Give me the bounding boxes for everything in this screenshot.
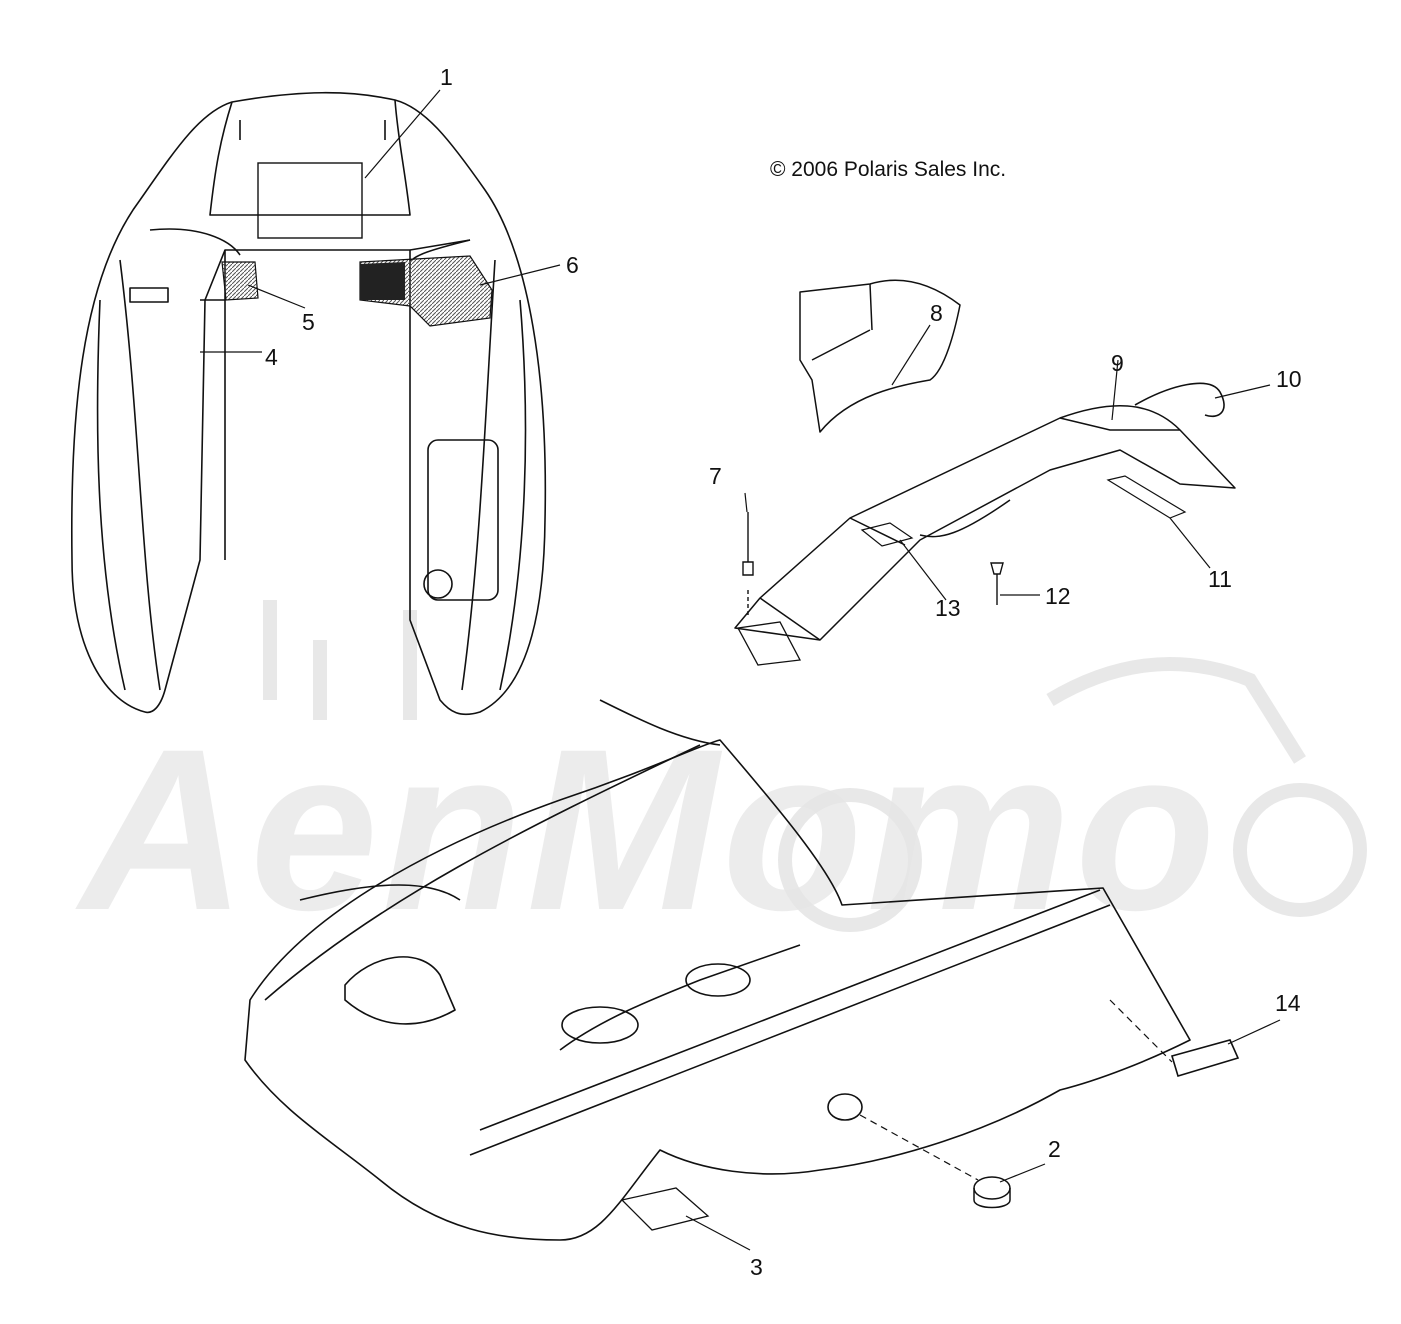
leader-lines — [200, 89, 1281, 1251]
belly-pan — [244, 699, 1191, 1241]
callout-13: 13 — [935, 595, 961, 621]
callout-3: 3 — [750, 1254, 763, 1280]
callout-12: 12 — [1045, 583, 1071, 609]
callout-9: 9 — [1111, 350, 1124, 376]
pad-3 — [620, 1187, 710, 1231]
tunnel-9 — [734, 404, 1236, 641]
decal-13 — [860, 522, 914, 547]
callout-10: 10 — [1276, 366, 1302, 392]
reflector-14 — [1170, 1039, 1240, 1077]
plug-2 — [973, 1176, 1011, 1209]
callout-8: 8 — [930, 300, 943, 326]
callout-1: 1 — [440, 64, 453, 90]
top-bracket-8 — [799, 279, 961, 433]
watermark: AenMomo — [80, 701, 1220, 958]
callout-2: 2 — [1048, 1136, 1061, 1162]
decal-1 — [257, 162, 363, 239]
callout-11: 11 — [1208, 566, 1232, 592]
rivet-12 — [990, 562, 1004, 605]
callout-14: 14 — [1275, 990, 1301, 1016]
copyright-notice: © 2006 Polaris Sales Inc. — [770, 158, 1007, 181]
callout-6: 6 — [566, 252, 579, 278]
bracket-plate — [736, 621, 802, 666]
decal-11 — [1106, 475, 1187, 519]
pad-5 — [221, 261, 259, 301]
callout-5: 5 — [302, 309, 315, 335]
rivet-7 — [742, 512, 754, 618]
callout-7: 7 — [709, 463, 722, 489]
callout-4: 4 — [265, 344, 278, 370]
cable-10 — [1134, 382, 1225, 417]
hood — [70, 91, 547, 716]
watermark-graphic — [263, 600, 1367, 932]
